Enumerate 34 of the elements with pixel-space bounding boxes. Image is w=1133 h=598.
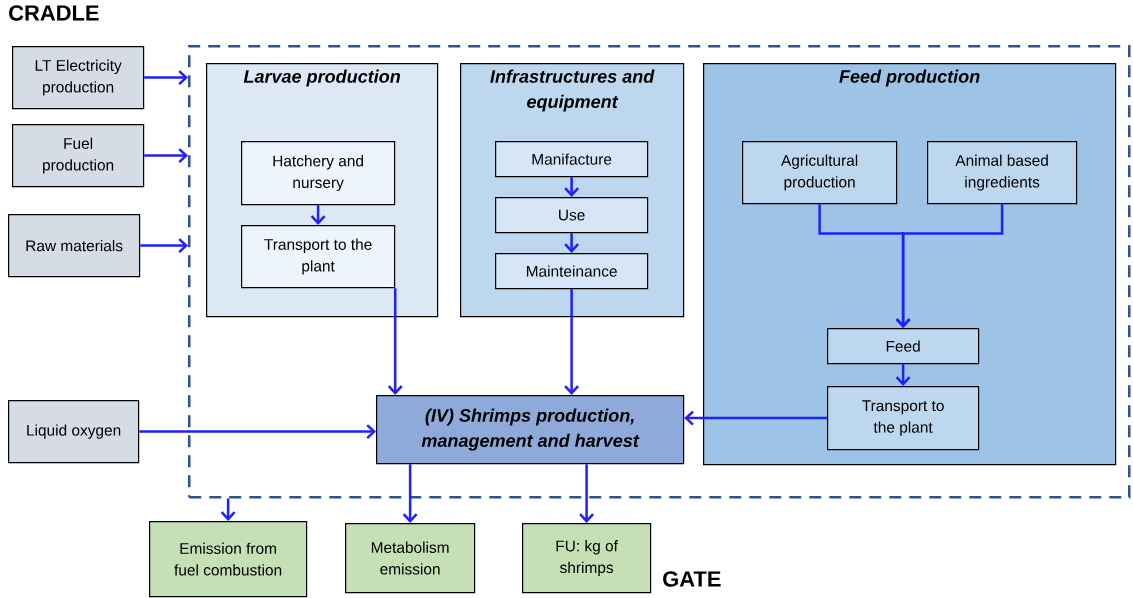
arrow	[387, 288, 403, 395]
arrow	[402, 464, 418, 523]
arrow	[144, 148, 188, 163]
main-process-box: (IV) Shrimps production, management and harvest	[376, 395, 685, 465]
process-box: Transport to the plant	[241, 225, 396, 289]
arrow	[144, 70, 188, 85]
output-box: FU: kg of shrimps	[522, 523, 652, 594]
arrow	[564, 233, 579, 253]
input-box: LT Electricity production	[12, 46, 145, 110]
input-box: Raw materials	[8, 214, 141, 278]
process-box: Agricultural production	[742, 141, 898, 205]
arrow	[564, 289, 579, 395]
arrow	[139, 424, 376, 439]
process-box: Hatchery and nursery	[241, 141, 396, 206]
arrow	[564, 177, 579, 197]
input-box: Liquid oxygen	[8, 400, 140, 464]
arrow	[684, 410, 827, 426]
process-box: Feed	[827, 328, 980, 365]
system-boundary	[188, 45, 1131, 499]
process-box: Use	[495, 197, 649, 234]
process-box: Transport to the plant	[827, 386, 980, 451]
arrow	[140, 238, 188, 253]
input-box: Fuel production	[12, 124, 145, 188]
stage-label: CRADLE	[9, 5, 99, 21]
output-box: Emission from fuel combustion	[149, 521, 308, 598]
process-box: Manifacture	[495, 141, 649, 178]
arrow	[579, 464, 594, 523]
arrow	[220, 498, 236, 521]
arrow	[895, 364, 911, 386]
process-box: Animal based ingredients	[927, 141, 1078, 205]
process-box: Mainteinance	[495, 253, 649, 290]
output-box: Metabolism emission	[345, 523, 476, 594]
arrow	[895, 204, 1004, 328]
arrow	[310, 205, 326, 225]
